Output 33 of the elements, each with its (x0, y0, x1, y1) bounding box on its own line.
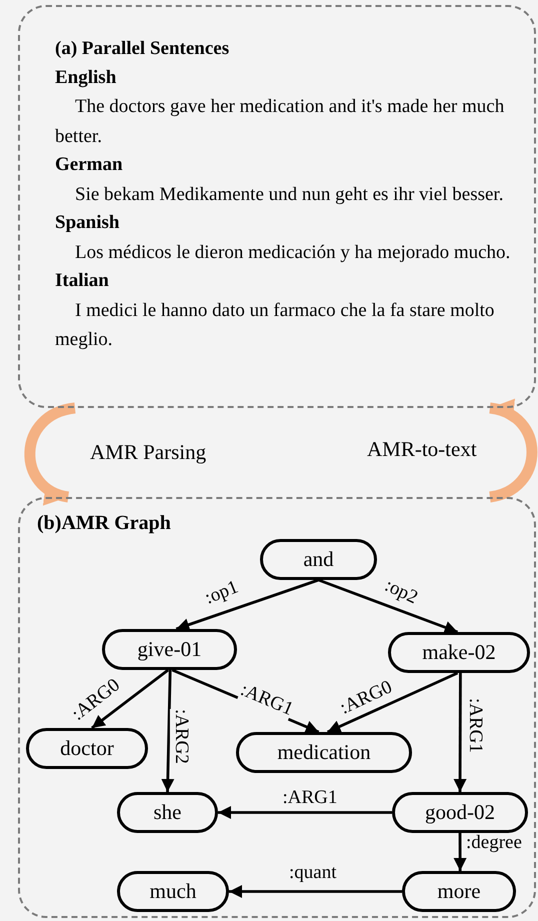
arrow (161, 670, 174, 792)
language-heading: Spanish (55, 211, 120, 235)
arrow (454, 833, 467, 871)
concept-node: more (402, 871, 516, 912)
concept-node: she (117, 792, 218, 833)
arrow (229, 885, 402, 898)
dashed-panel (18, 5, 536, 408)
sentence-text: Los médicos le dieron medicación y ha mejorado mucho. (74, 240, 512, 264)
arrow (218, 806, 392, 819)
concept-node: give-01 (102, 629, 237, 670)
sentence-text: The doctors gave her medication and it's made her much better. (55, 95, 506, 148)
concept-node: good-02 (392, 792, 528, 833)
curved-arrow (24, 402, 76, 503)
panel-title: (a) Parallel Sentences (55, 37, 230, 61)
arrow (176, 578, 319, 631)
language-heading: German (55, 153, 124, 177)
sentence-text: Sie bekam Medikamente und nun geht es ihr viel besser. (74, 182, 504, 206)
arrow (454, 673, 467, 792)
concept-node: and (260, 539, 377, 580)
panel-title: (b)AMR Graph (37, 512, 171, 535)
edge-label: :ARG2 (170, 708, 190, 764)
concept-node: medication (236, 732, 412, 773)
concept-node: make-02 (388, 632, 530, 673)
curved-arrow (488, 402, 538, 502)
sentence-text: I medici le hanno dato un farmaco che la fa stare molto meglio. (55, 298, 496, 352)
edge-label: :degree (466, 832, 522, 854)
arrow (326, 672, 458, 734)
arrow (318, 578, 458, 634)
concept-node: doctor (26, 728, 148, 769)
concept-node: much (117, 871, 229, 912)
language-heading: Italian (55, 269, 110, 293)
language-heading: English (55, 66, 118, 90)
arrow (91, 668, 169, 730)
